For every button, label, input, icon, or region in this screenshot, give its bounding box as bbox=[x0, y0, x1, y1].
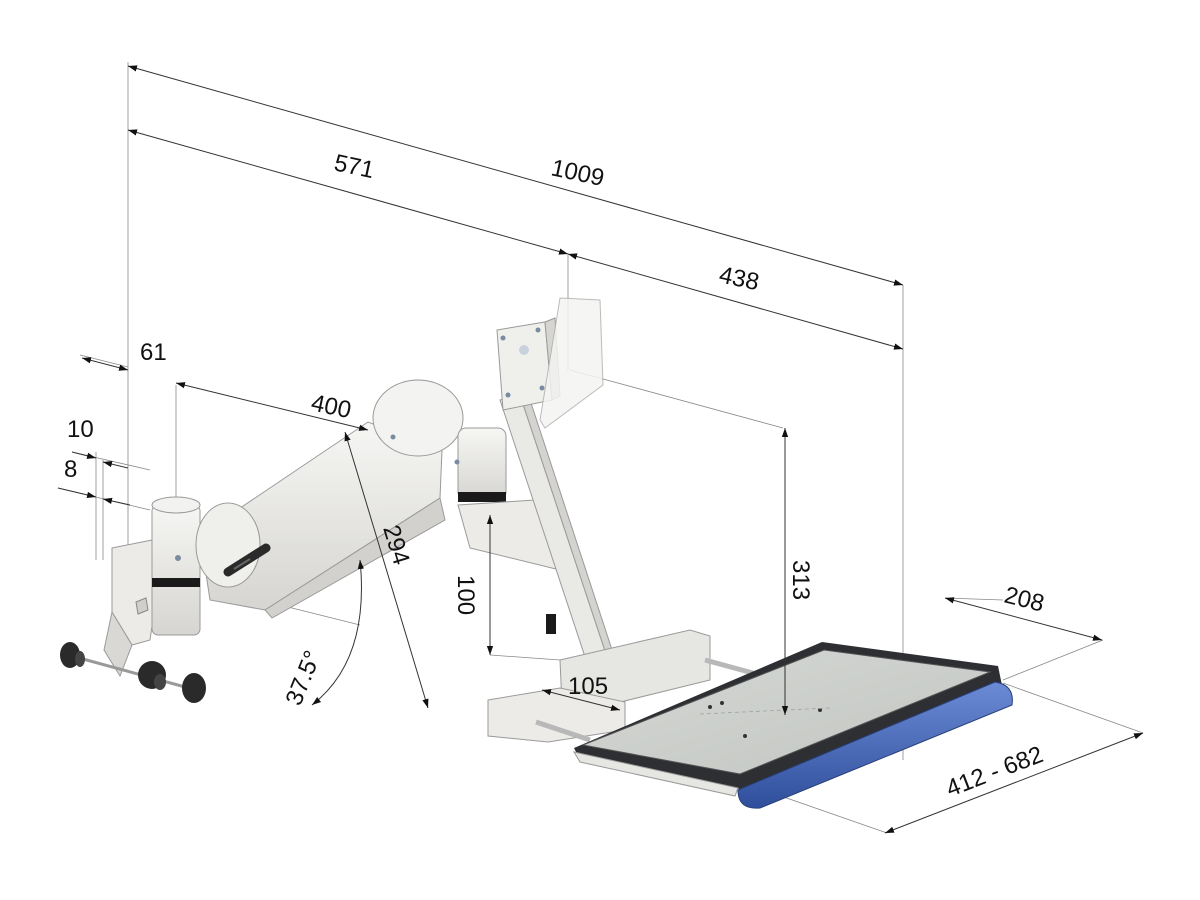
elbow-joint bbox=[454, 427, 561, 571]
wrist-rest bbox=[737, 681, 1013, 809]
dim-label-clamp-thickness: 8 bbox=[64, 456, 77, 483]
dim-label-slide-width: 105 bbox=[568, 673, 608, 700]
dim-label-tray-depth: 208 bbox=[1002, 582, 1047, 618]
dim-label-arm-reach: 571 bbox=[332, 149, 377, 184]
dimension-lines bbox=[57, 65, 1144, 834]
dim-label-clamp-top: 10 bbox=[67, 416, 94, 443]
base-pivot bbox=[151, 496, 201, 636]
tension-handle bbox=[223, 543, 271, 577]
dim-label-arm-segment: 400 bbox=[309, 389, 354, 424]
dim-label-tray-height: 313 bbox=[787, 560, 814, 600]
clamp-assembly bbox=[60, 539, 206, 703]
dim-label-tilt-angle-group: 37.5° bbox=[281, 647, 327, 709]
dim-label-tray-offset: 438 bbox=[717, 261, 762, 296]
dim-label-tray-width-range: 412 - 682 bbox=[942, 741, 1046, 803]
dim-label-overall-length: 1009 bbox=[549, 154, 607, 192]
clamp-knob bbox=[60, 642, 85, 668]
clamp-knob bbox=[182, 673, 206, 703]
clamp-knob bbox=[138, 661, 166, 690]
dim-label-post-height: 100 bbox=[452, 575, 479, 615]
dim-label-tilt-angle: 37.5° bbox=[281, 647, 327, 709]
dim-label-clamp-offset: 61 bbox=[140, 339, 167, 366]
